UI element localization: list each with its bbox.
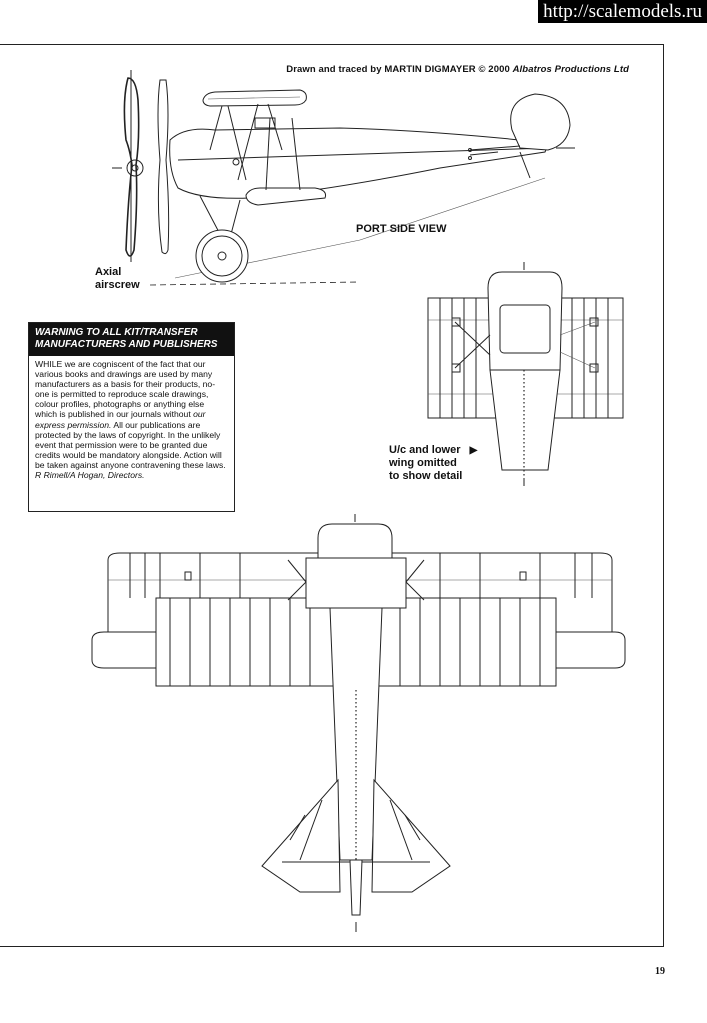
arrow-right-icon: ▶ bbox=[469, 445, 478, 456]
publisher-name: Albatros Productions Ltd bbox=[512, 64, 629, 75]
axial-label-line2: airscrew bbox=[95, 279, 140, 291]
uc-label-line2: wing omitted bbox=[389, 457, 457, 469]
uc-label-line1: U/c and lower ▶ bbox=[389, 444, 478, 456]
port-side-view-label: PORT SIDE VIEW bbox=[356, 223, 447, 235]
partial-top-view-drawing bbox=[427, 262, 624, 486]
warning-title: WARNING TO ALL KIT/TRANSFER MANUFACTURER… bbox=[29, 323, 234, 356]
axial-label-line1: Axial bbox=[95, 266, 122, 278]
uc-omitted-label: U/c and lower ▶ wing omitted to show det… bbox=[389, 444, 477, 483]
uc-label-line3: to show detail bbox=[389, 470, 463, 482]
drawing-frame bbox=[0, 44, 664, 947]
side-view-drawing bbox=[112, 70, 575, 286]
watermark-banner: http://scalemodels.ru bbox=[538, 0, 707, 23]
page-number: 19 bbox=[655, 966, 665, 977]
axial-airscrew-label: Axial airscrew bbox=[95, 266, 140, 292]
warning-body: WHILE we are cogniscent of the fact that… bbox=[35, 359, 226, 470]
plan-view-drawing bbox=[91, 514, 626, 932]
warning-signature: R Rimell/A Hogan, Directors. bbox=[35, 470, 145, 481]
copyright-warning-box: WARNING TO ALL KIT/TRANSFER MANUFACTURER… bbox=[28, 322, 235, 512]
drawing-credit: Drawn and traced by MARTIN DIGMAYER © 20… bbox=[286, 64, 629, 75]
